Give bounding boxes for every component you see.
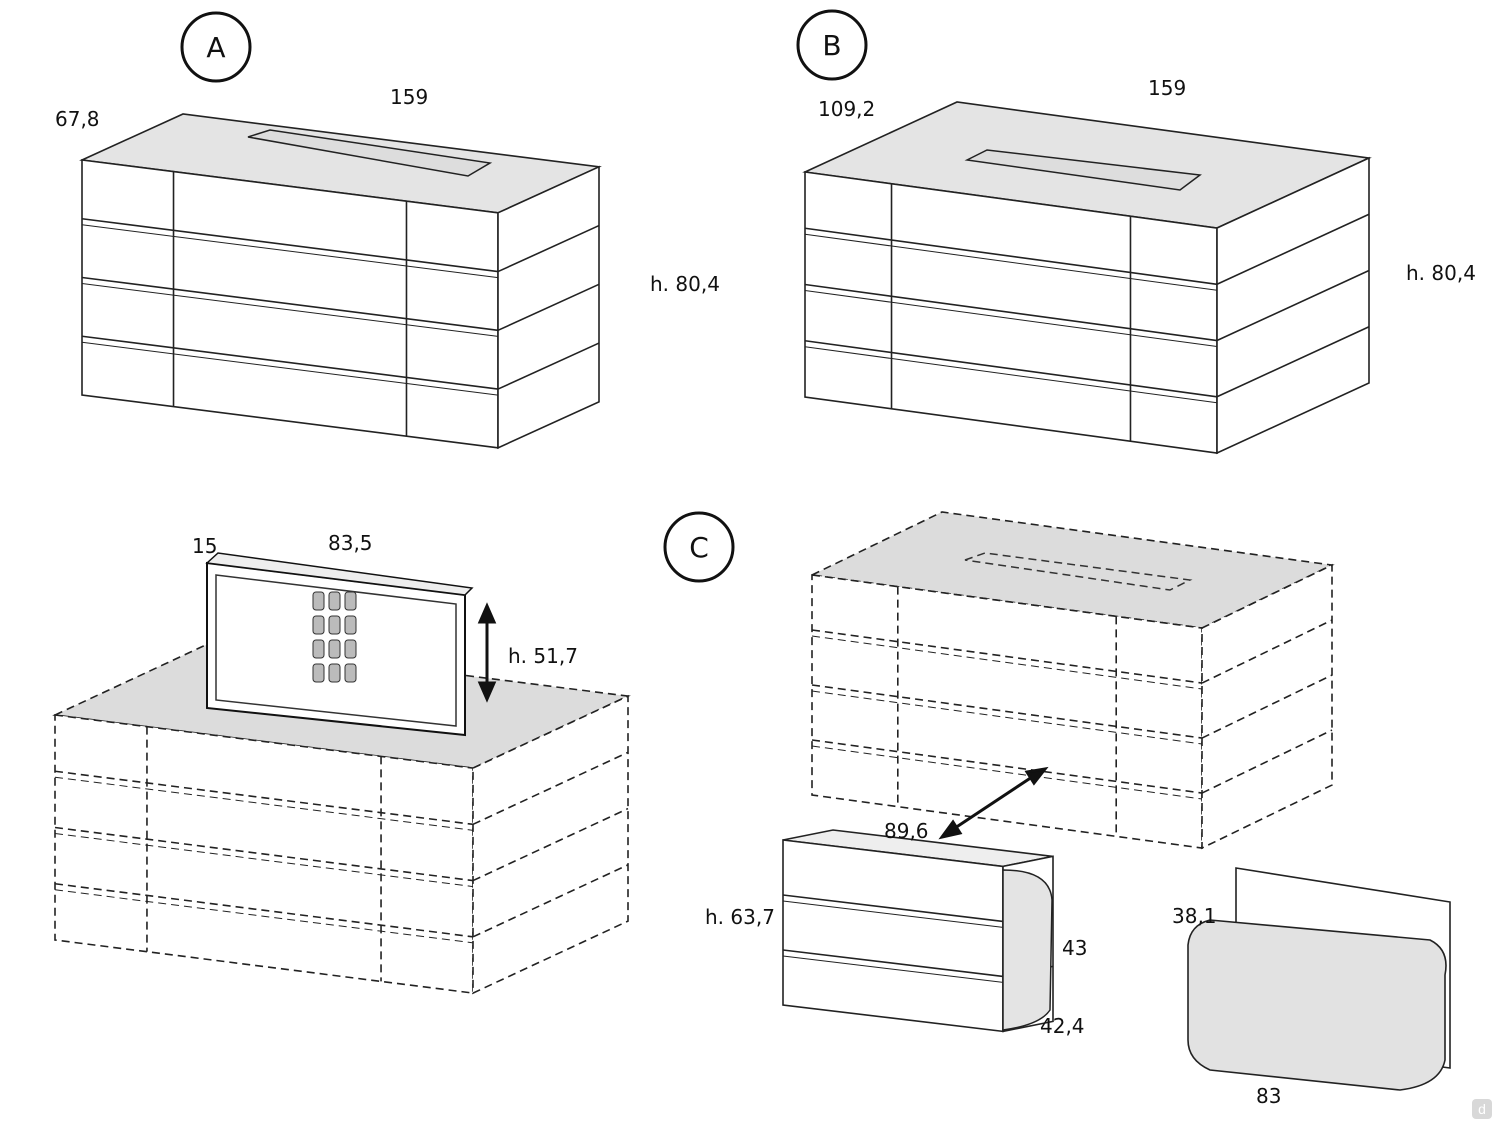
u-drawer-gap <box>782 900 1004 928</box>
watermark-logo: d <box>1472 1099 1492 1119</box>
c-drawer-depth-bottom: 42,4 <box>1040 1014 1085 1038</box>
d-drawer-line <box>472 751 629 826</box>
c-pull-out-depth: 89,6 <box>884 819 929 843</box>
c-pouf-depth: 38,1 <box>1172 904 1217 928</box>
b-drawer-gap <box>804 290 1218 348</box>
variant-b-label: B <box>822 29 841 62</box>
pull-out-arrow <box>938 766 1049 840</box>
a-drawer-line <box>497 283 600 332</box>
b-drawer-line <box>1216 269 1370 342</box>
tv-fabric-cell <box>344 591 357 611</box>
tv-height-arrow <box>477 602 497 703</box>
tv-fabric-cell <box>328 591 341 611</box>
tv-panel-top <box>205 552 474 596</box>
c-drawer-gap <box>811 745 1203 800</box>
a-tv-slot <box>247 129 493 177</box>
c-drawer-unit-body <box>1002 869 1053 1031</box>
u-front <box>782 839 1004 1033</box>
tv-panel-inner <box>215 574 457 727</box>
tv-fabric-cell <box>344 615 357 635</box>
d-drawer-line <box>54 826 474 882</box>
variant-a-label: A <box>206 31 225 64</box>
a-drawer-gap <box>81 341 499 396</box>
variant-b-circle <box>796 9 868 81</box>
b-drawer-gap <box>804 233 1218 291</box>
b-drawer-line <box>804 227 1218 286</box>
a-drawer-line <box>497 342 600 390</box>
a-drawer-line <box>81 217 499 273</box>
d-drawer-gap <box>54 833 474 888</box>
b-depth: 109,2 <box>818 97 875 121</box>
c-drawer-height: h. 63,7 <box>705 905 775 929</box>
b-drawer-line <box>804 339 1218 398</box>
tv-depth: 15 <box>192 534 217 558</box>
a-height: h. 80,4 <box>650 272 720 296</box>
d-drawer-line <box>54 770 474 826</box>
tv-fabric-cell <box>312 591 325 611</box>
b-drawer-line <box>804 283 1218 342</box>
tv-fabric-cell <box>328 639 341 659</box>
b-tv-slot <box>964 149 1202 191</box>
tv-width: 83,5 <box>328 531 373 555</box>
tv-fabric-cell <box>312 615 325 635</box>
b-drawer-line <box>1216 213 1370 286</box>
c-drawer-line <box>1201 674 1333 739</box>
variant-c-label: C <box>689 531 709 564</box>
u-drawer-gap <box>782 955 1004 983</box>
a-drawer-line <box>497 224 600 273</box>
tv-height: h. 51,7 <box>508 644 578 668</box>
c-drawer-line <box>1201 619 1333 684</box>
a-drawer-gap <box>81 283 499 337</box>
a-drawer-line <box>81 276 499 332</box>
b-width: 159 <box>1148 76 1186 100</box>
b-drawer-line <box>1216 326 1370 398</box>
c-drawer-line <box>811 684 1203 739</box>
a-drawer-gap <box>81 224 499 279</box>
tv-fabric-cell <box>312 663 325 683</box>
c-pouf-width: 83 <box>1256 1084 1281 1108</box>
tv-fabric-cell <box>328 663 341 683</box>
b-height: h. 80,4 <box>1406 261 1476 285</box>
d-drawer-gap <box>54 776 474 831</box>
c-drawer-line <box>811 739 1203 794</box>
c-drawer-depth-top: 43 <box>1062 936 1087 960</box>
c-drawer-line <box>811 629 1203 684</box>
c-tv-slot <box>964 552 1193 591</box>
d-drawer-line <box>472 807 629 882</box>
variant-a-circle <box>180 11 252 83</box>
variant-c-circle <box>663 511 735 583</box>
d-drawer-line <box>54 882 474 938</box>
b-drawer-gap <box>804 346 1218 404</box>
tv-fabric-cell <box>344 639 357 659</box>
d-drawer-gap <box>54 889 474 944</box>
tv-fabric-cell <box>328 615 341 635</box>
c-drawer-gap <box>811 635 1203 690</box>
tv-fabric-cell <box>312 639 325 659</box>
a-depth: 67,8 <box>55 107 100 131</box>
d-drawer-line <box>472 864 629 938</box>
a-drawer-line <box>81 335 499 390</box>
c-pouf <box>1187 919 1447 1091</box>
tv-fabric-cell <box>344 663 357 683</box>
c-drawer-line <box>1201 729 1333 794</box>
u-drawer-line <box>782 949 1004 978</box>
a-width: 159 <box>390 85 428 109</box>
c-drawer-gap <box>811 690 1203 745</box>
u-drawer-line <box>782 894 1004 923</box>
